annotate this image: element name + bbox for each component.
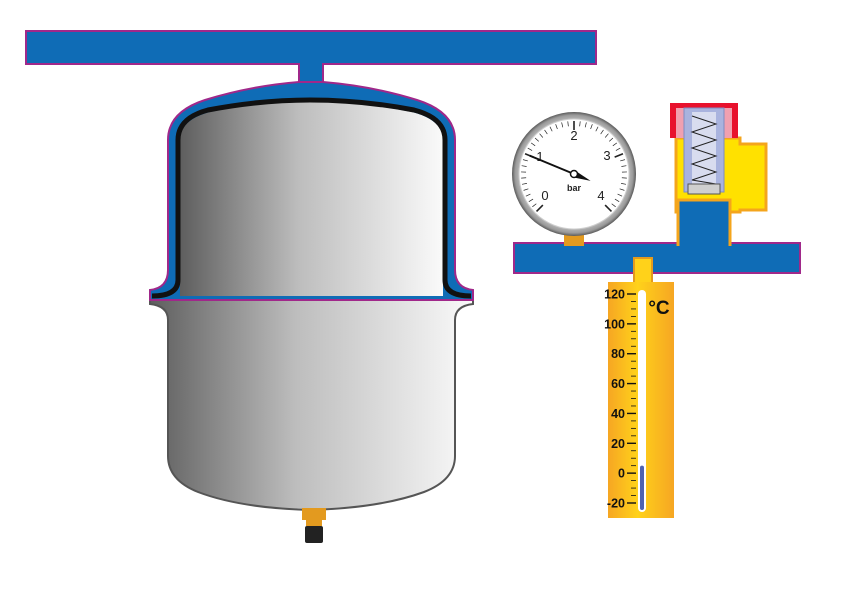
- gauge-tick: [579, 121, 581, 127]
- gauge-tick: [604, 133, 609, 138]
- gauge-tick: [600, 129, 604, 135]
- thermometer-label-5: 20: [611, 437, 625, 451]
- gauge-label-1: 1: [536, 149, 543, 164]
- gauge-tick: [555, 124, 558, 130]
- gauge-label-2: 2: [570, 128, 577, 143]
- gauge-tick: [544, 129, 548, 135]
- gauge-label-0: 0: [541, 188, 548, 203]
- gauge-tick: [614, 152, 624, 158]
- gauge-tick: [595, 126, 599, 132]
- thermometer-label-0: 120: [604, 288, 625, 302]
- gauge-tick: [611, 203, 616, 208]
- gauge-tick: [614, 198, 620, 202]
- gauge-tick: [561, 122, 564, 128]
- gauge-tick: [604, 204, 613, 213]
- gauge-tick: [535, 204, 544, 213]
- thermometer-label-4: 40: [611, 407, 625, 421]
- gauge-tick: [525, 193, 531, 197]
- gauge-tick: [584, 122, 587, 128]
- thermometer-tube: [638, 290, 646, 512]
- thermometer-label-2: 80: [611, 347, 625, 361]
- gauge-tick: [617, 193, 623, 197]
- gauge-tick: [615, 147, 621, 151]
- gauge-tick: [521, 165, 527, 167]
- gauge-tick: [527, 147, 533, 151]
- gauge-tick: [619, 188, 625, 191]
- gauge-needle: [529, 154, 591, 181]
- gauge-tick: [530, 142, 536, 147]
- vessel-valve-cap: [305, 526, 323, 543]
- expansion-vessel-icon: [149, 81, 474, 543]
- gauge-tick: [590, 124, 593, 130]
- safety-valve-icon: [670, 103, 768, 246]
- gauge-tick: [534, 137, 539, 142]
- gauge-tick: [620, 159, 626, 162]
- vessel-gas-chamber: [149, 295, 474, 512]
- gauge-tick: [612, 142, 618, 147]
- gauge-tick: [567, 121, 569, 127]
- gauge-unit: bar: [567, 183, 582, 193]
- thermometer-unit: °C: [648, 298, 670, 319]
- vessel-membrane: [151, 97, 472, 299]
- gauge-tick: [549, 126, 553, 132]
- gauge-tick: [621, 165, 627, 167]
- valve-spring: [690, 115, 718, 185]
- pressure-gauge-icon: 0 1 2 3 4 bar: [512, 112, 636, 246]
- thermometer-label-6: 0: [618, 467, 625, 481]
- thermometer-icon: 120 100 80 60 40 20 0 -20 °C: [604, 257, 674, 518]
- thermometer-fitting: [633, 257, 653, 287]
- return-pipe: [513, 242, 801, 274]
- valve-stem: [678, 196, 730, 246]
- gauge-label-3: 3: [603, 148, 610, 163]
- thermometer-label-1: 100: [604, 317, 625, 331]
- gauge-tick: [621, 183, 627, 185]
- vessel-charge-valve: [302, 508, 326, 520]
- thermometer-label-7: -20: [607, 497, 625, 511]
- gauge-tick: [523, 188, 529, 191]
- gauge-label-4: 4: [597, 188, 604, 203]
- gauge-tick: [539, 133, 544, 138]
- thermometer-fluid: [640, 465, 644, 510]
- supply-pipe: [25, 30, 597, 88]
- gauge-tick: [609, 137, 614, 142]
- thermometer-label-3: 60: [611, 377, 625, 391]
- gauge-tick: [532, 203, 537, 208]
- gauge-tick: [521, 183, 527, 185]
- gauge-tick: [522, 159, 528, 162]
- gauge-tick: [528, 198, 534, 202]
